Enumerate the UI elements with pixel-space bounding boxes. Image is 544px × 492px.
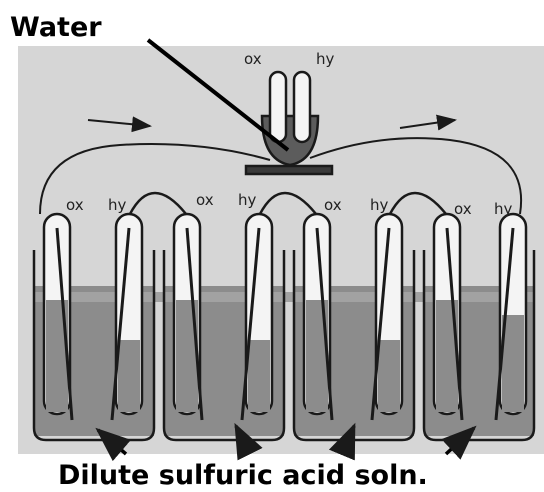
cell-4-ox-label: ox [454, 200, 472, 218]
cell-1-ox-label: ox [66, 196, 84, 214]
tube-liquid-hy-2 [248, 340, 270, 412]
cell-1-hy-label: hy [108, 196, 127, 214]
cell-3-hy-label: hy [370, 196, 389, 214]
top-stand [246, 166, 332, 174]
tube-liquid-hy-3 [378, 340, 400, 412]
tube-liquid-hy-1 [118, 340, 140, 412]
cell-2-ox-label: ox [196, 191, 214, 209]
top-tube-ox-label: ox [244, 50, 262, 68]
top-tube-ox [270, 72, 286, 142]
caption-label: Dilute sulfuric acid soln. [58, 460, 428, 491]
water-label: Water [10, 12, 102, 43]
cell-4-hy-label: hy [494, 200, 513, 218]
cell-3-ox-label: ox [324, 196, 342, 214]
top-tube-hy-label: hy [316, 50, 335, 68]
top-tube-hy [294, 72, 310, 142]
cell-2-hy-label: hy [238, 191, 257, 209]
